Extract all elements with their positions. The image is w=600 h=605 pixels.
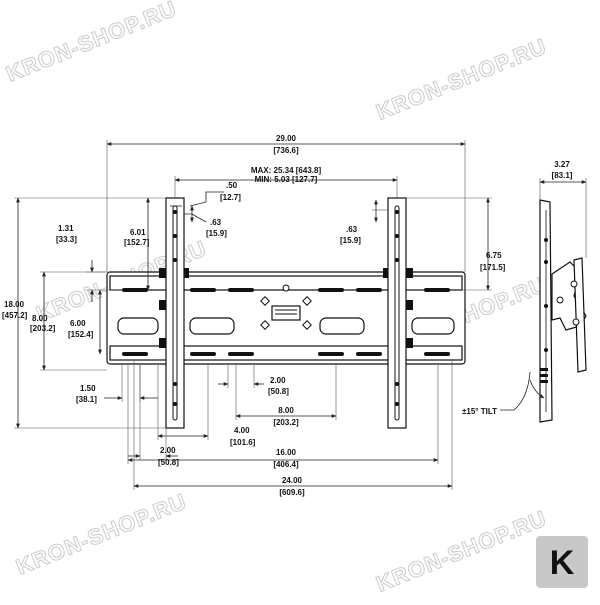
k-logo: K [536, 536, 588, 588]
dim-pitch-800-mm: [203.2] [273, 418, 299, 427]
dim-pitch-400-in: 4.00 [234, 426, 250, 435]
dim-height-601-in: 6.01 [130, 228, 146, 237]
dim-tilt-label: ±15° TILT [462, 407, 497, 416]
dim-pitch-2400-in: 24.00 [282, 476, 303, 485]
k-logo-badge [536, 536, 588, 588]
watermark-text: KRON-SHOP.RU [3, 0, 181, 87]
dim-slot-63-right-in: .63 [346, 225, 358, 234]
watermark-text: KRON-SHOP.RU [373, 505, 551, 596]
dim-pitch-400-mm: [101.6] [230, 438, 256, 447]
dim-offset-131-in: 1.31 [58, 224, 74, 233]
dim-height-800-mm: [203.2] [30, 324, 56, 333]
dim-depth-in: 3.27 [554, 160, 570, 169]
side-view [539, 199, 587, 423]
dimension-lines [14, 140, 587, 490]
dim-height-800-in: 8.00 [32, 314, 48, 323]
dim-pitch-2400-mm: [609.6] [279, 488, 305, 497]
dim-height-675-in: 6.75 [486, 251, 502, 260]
dim-slot-63-left-in: .63 [210, 218, 222, 227]
dim-height-600-mm: [152.4] [68, 330, 94, 339]
top-slots [122, 288, 450, 292]
center-cutouts [117, 284, 455, 335]
dim-adjust-min: MIN: 5.03 [127.7] [255, 175, 318, 184]
dim-pitch-800-in: 8.00 [278, 406, 294, 415]
watermark-text: KRON-SHOP.RU [13, 488, 191, 579]
dim-height-601-mm: [152.7] [124, 238, 150, 247]
dim-height-675-mm: [171.5] [480, 263, 506, 272]
dim-pitch-150-mm: [38.1] [76, 395, 97, 404]
k-logo-letter: K [550, 544, 575, 582]
wall-plate [106, 271, 466, 365]
dim-pitch-200-right-mm: [50.8] [268, 387, 289, 396]
dim-overall-width-mm: [736.6] [273, 146, 299, 155]
dim-pitch-1600-in: 16.00 [276, 448, 297, 457]
side-arm [573, 257, 587, 373]
label-plate [271, 305, 301, 321]
dim-slot-50-in: .50 [226, 181, 238, 190]
dim-pitch-200-left-in: 2.00 [160, 446, 176, 455]
bottom-slots [122, 352, 450, 356]
dim-depth-mm: [83.1] [552, 171, 573, 180]
dim-slot-50-mm: [12.7] [220, 193, 241, 202]
dim-adjust-max: MAX: 25.34 [643.8] [251, 166, 322, 175]
dim-pitch-150-in: 1.50 [80, 384, 96, 393]
vertical-arms [159, 197, 413, 429]
dim-slot-63-right-mm: [15.9] [340, 236, 361, 245]
dim-offset-131-mm: [33.3] [56, 235, 77, 244]
plate-bottom-flange [109, 345, 463, 361]
dim-pitch-200-left-mm: [50.8] [158, 458, 179, 467]
dim-slot-63-left-mm: [15.9] [206, 229, 227, 238]
dim-pitch-200-right-in: 2.00 [270, 376, 286, 385]
dim-height-1800-mm: [457.2] [2, 311, 28, 320]
dimension-labels: 29.00 [736.6] MAX: 25.34 [643.8] MIN: 5.… [2, 134, 573, 497]
watermark-text: KRON-SHOP.RU [373, 33, 551, 124]
dim-pitch-1600-mm: [406.4] [273, 460, 299, 469]
dim-height-600-in: 6.00 [70, 319, 86, 328]
dim-overall-width-in: 29.00 [276, 134, 297, 143]
dim-height-1800-in: 18.00 [4, 300, 25, 309]
